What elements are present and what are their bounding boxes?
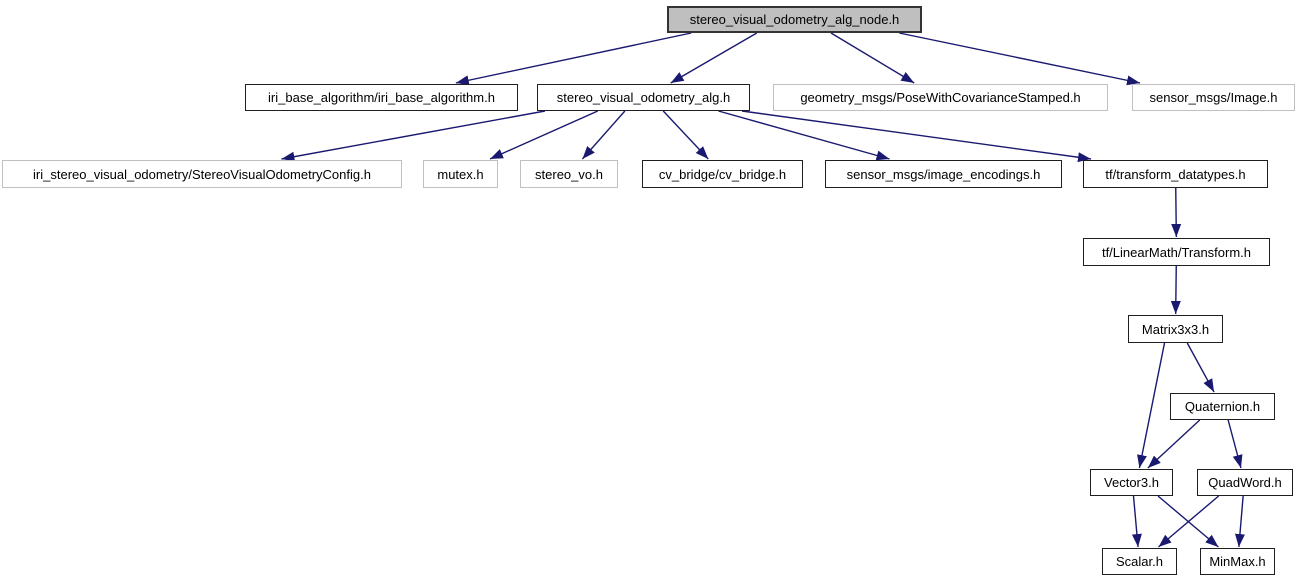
graph-node-label: tf/transform_datatypes.h: [1105, 166, 1246, 182]
graph-node-label: stereo_visual_odometry_alg.h: [556, 90, 731, 105]
graph-node-stereo-config-h: iri_stereo_visual_odometry/StereoVisualO…: [2, 160, 402, 188]
graph-node-sensor-image-h: sensor_msgs/Image.h: [1132, 84, 1295, 111]
edge-matrix3x3-h-to-vector3-h: [1137, 342, 1166, 469]
graph-node-label: cv_bridge/cv_bridge.h: [658, 166, 787, 182]
graph-node-label: Vector3.h: [1104, 475, 1159, 490]
graph-node-label: geometry_msgs/PoseWithCovarianceStamped.…: [800, 90, 1081, 105]
graph-node-alg-node-h: stereo_visual_odometry_alg_node.h: [667, 6, 922, 33]
edge-alg-h-to-stereo-config-h: [281, 110, 546, 162]
graph-node-label: stereo_visual_odometry_alg_node.h: [689, 12, 900, 27]
edge-alg-h-to-mutex-h: [489, 110, 599, 160]
graph-node-alg-h[interactable]: stereo_visual_odometry_alg.h: [537, 84, 750, 111]
edge-alg-node-h-to-pose-with-covariance-stamped-h: [830, 32, 915, 84]
graph-node-label: Scalar.h: [1116, 554, 1163, 569]
edge-vector3-h-to-scalar-h: [1131, 495, 1142, 548]
graph-node-matrix3x3-h[interactable]: Matrix3x3.h: [1128, 315, 1223, 343]
graph-node-cv-bridge-h[interactable]: cv_bridge/cv_bridge.h: [642, 160, 803, 188]
graph-node-minmax-h[interactable]: MinMax.h: [1200, 548, 1275, 575]
graph-node-iri-base-algorithm-h[interactable]: iri_base_algorithm/iri_base_algorithm.h: [245, 84, 518, 111]
graph-node-label: iri_base_algorithm/iri_base_algorithm.h: [268, 90, 495, 105]
edge-alg-node-h-to-sensor-image-h: [899, 32, 1141, 86]
graph-node-stereo-vo-h: stereo_vo.h: [520, 160, 618, 188]
graph-node-label: sensor_msgs/Image.h: [1149, 90, 1278, 105]
graph-node-tf-transform-datatypes-h[interactable]: tf/transform_datatypes.h: [1083, 160, 1268, 188]
graph-node-vector3-h[interactable]: Vector3.h: [1090, 469, 1173, 496]
edge-alg-h-to-image-encodings-h: [718, 110, 890, 161]
edge-tf-transform-datatypes-h-to-tf-linearmath-transform-h: [1171, 187, 1182, 238]
graph-node-quaternion-h[interactable]: Quaternion.h: [1170, 393, 1275, 420]
graph-node-scalar-h[interactable]: Scalar.h: [1102, 548, 1177, 575]
graph-node-quadword-h[interactable]: QuadWord.h: [1197, 469, 1293, 496]
edge-matrix3x3-h-to-quaternion-h: [1186, 342, 1215, 393]
graph-node-label: Quaternion.h: [1184, 399, 1261, 414]
graph-node-label: sensor_msgs/image_encodings.h: [846, 166, 1041, 182]
graph-node-pose-with-covariance-stamped-h: geometry_msgs/PoseWithCovarianceStamped.…: [773, 84, 1108, 111]
edge-quaternion-h-to-quadword-h: [1227, 419, 1243, 469]
edge-alg-h-to-stereo-vo-h: [581, 110, 626, 160]
graph-node-label: tf/LinearMath/Transform.h: [1101, 244, 1252, 260]
edge-alg-h-to-cv-bridge-h: [662, 110, 709, 160]
graph-node-label: QuadWord.h: [1208, 475, 1282, 490]
edge-vector3-h-to-minmax-h: [1157, 495, 1219, 548]
edge-tf-linearmath-transform-h-to-matrix3x3-h: [1170, 265, 1181, 315]
graph-node-label: iri_stereo_visual_odometry/StereoVisualO…: [33, 166, 371, 182]
graph-node-label: Matrix3x3.h: [1141, 321, 1210, 337]
graph-node-label: stereo_vo.h: [535, 166, 603, 182]
graph-node-mutex-h: mutex.h: [423, 160, 498, 188]
edge-alg-node-h-to-alg-h: [670, 32, 758, 84]
graph-node-label: MinMax.h: [1209, 554, 1266, 569]
graph-node-image-encodings-h[interactable]: sensor_msgs/image_encodings.h: [825, 160, 1062, 188]
edge-quadword-h-to-minmax-h: [1234, 495, 1245, 548]
edge-quadword-h-to-scalar-h: [1158, 495, 1220, 548]
edge-quaternion-h-to-vector3-h: [1147, 419, 1201, 469]
edge-alg-node-h-to-iri-base-algorithm-h: [455, 32, 692, 86]
graph-node-label: mutex.h: [437, 166, 484, 182]
graph-node-tf-linearmath-transform-h[interactable]: tf/LinearMath/Transform.h: [1083, 238, 1270, 266]
edge-alg-h-to-tf-transform-datatypes-h: [741, 110, 1092, 163]
